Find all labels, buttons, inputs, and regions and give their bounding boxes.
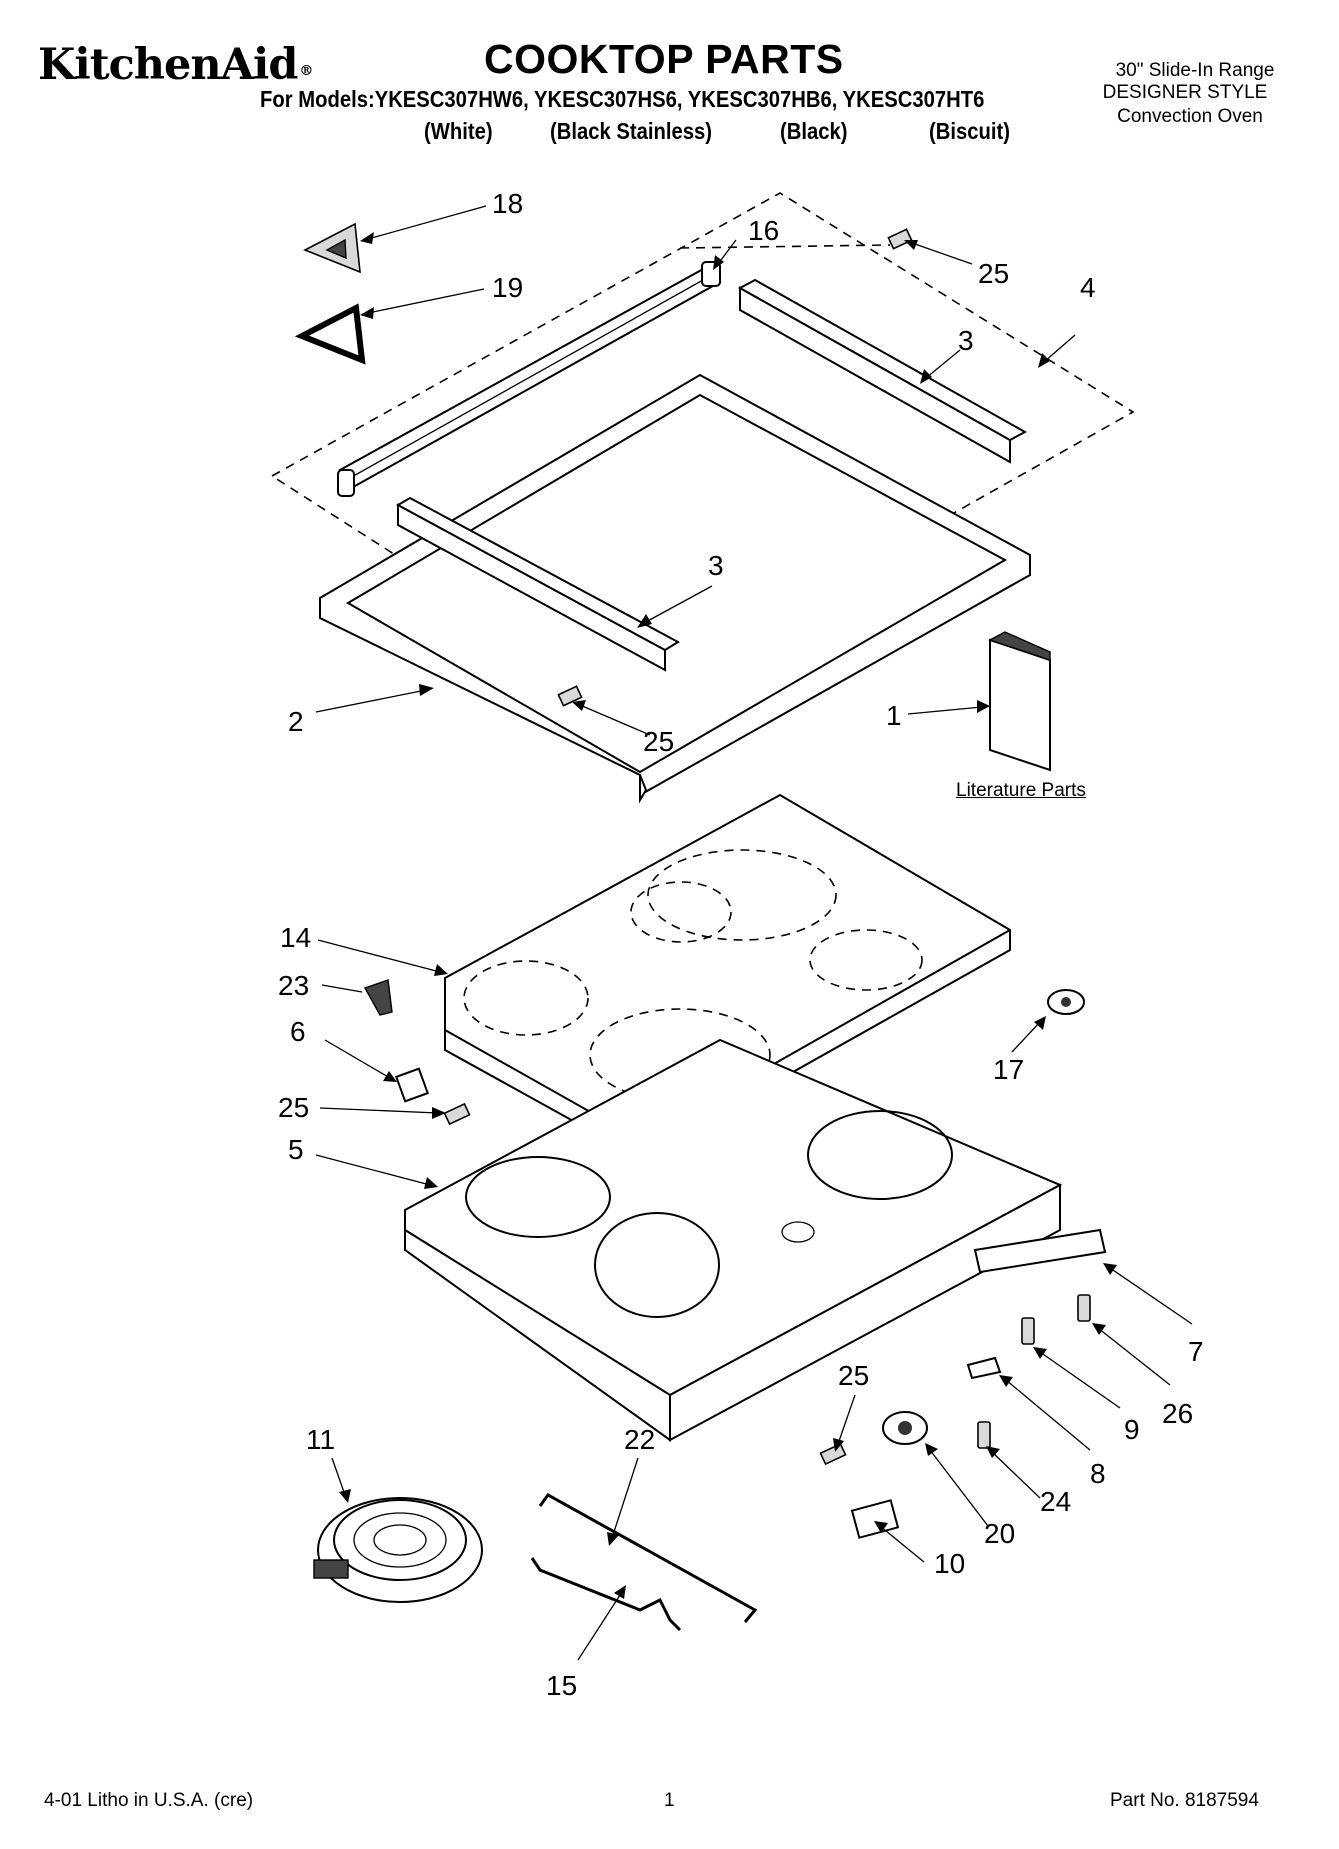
side-trim-part-3-left: [395, 496, 681, 672]
screw-part-26: [1077, 1294, 1091, 1322]
burner-box-part-5: [404, 1038, 1063, 1442]
callout-2: 2: [288, 706, 304, 737]
clip-part-8: [966, 1356, 1002, 1380]
callout-10: 10: [934, 1548, 966, 1579]
trim-cap-part-18: [303, 222, 361, 274]
callout-3-left: 3: [708, 550, 724, 581]
screw-part-24: [977, 1421, 991, 1449]
callout-9: 9: [1124, 1414, 1140, 1445]
gasket-part-19: [294, 303, 366, 365]
callout-19: 19: [492, 272, 524, 303]
callout-1: 1: [886, 700, 902, 731]
color-white: (White): [424, 118, 493, 144]
screw-part-9: [1021, 1317, 1035, 1345]
page-title: COOKTOP PARTS: [484, 36, 844, 82]
side-trim-part-3-right: [737, 278, 1028, 464]
frame-gasket-part-2: [319, 373, 1031, 804]
brand-logo: KitchenAid®: [38, 40, 313, 90]
callout-18: 18: [492, 188, 524, 219]
callout-6: 6: [290, 1016, 306, 1047]
callout-25-lower: 25: [838, 1360, 870, 1391]
literature-parts-label: Literature Parts: [956, 780, 1086, 801]
screw-part-25-top: [887, 228, 913, 250]
callout-26: 26: [1162, 1398, 1194, 1429]
callout-5: 5: [288, 1134, 304, 1165]
callout-20: 20: [984, 1518, 1016, 1549]
glass-cooktop-part-14: [444, 793, 1011, 1160]
color-black: (Black): [780, 118, 848, 144]
bracket-part-7: [973, 1228, 1107, 1274]
screw-part-25-lower: [819, 1442, 847, 1466]
screw-part-25-left: [443, 1102, 471, 1126]
limiter-part-20: [882, 1411, 928, 1445]
callout-15: 15: [546, 1670, 578, 1701]
callout-4: 4: [1080, 272, 1096, 303]
sensor-part-17: [1047, 989, 1085, 1015]
callout-22: 22: [624, 1424, 656, 1455]
rear-trim-part-16: [337, 261, 722, 497]
brand-name: KitchenAid: [38, 40, 298, 90]
models-line: For Models:YKESC307HW6, YKESC307HS6, YKE…: [260, 86, 985, 112]
clip-part-23: [363, 979, 393, 1016]
callout-25-mid: 25: [643, 726, 675, 757]
color-biscuit: (Biscuit): [929, 118, 1010, 144]
bracket-part-6: [394, 1067, 430, 1103]
callout-25-top: 25: [978, 258, 1010, 289]
callout-24: 24: [1040, 1486, 1072, 1517]
element-part-11: [313, 1497, 483, 1603]
switch-part-10: [850, 1499, 900, 1539]
footer-page-number: 1: [664, 1790, 675, 1811]
literature-part-1: [988, 631, 1051, 772]
registered-mark: ®: [299, 63, 313, 79]
callout-17: 17: [993, 1054, 1025, 1085]
leader-arrows: [315, 205, 1193, 1661]
callout-3-right: 3: [958, 325, 974, 356]
range-type: 30" Slide-In Range: [1115, 60, 1275, 81]
color-black-stainless: (Black Stainless): [550, 118, 713, 144]
callout-11: 11: [306, 1424, 336, 1455]
rod-part-22: [538, 1493, 758, 1623]
callout-8: 8: [1090, 1458, 1106, 1489]
footer-litho: 4-01 Litho in U.S.A. (cre): [44, 1790, 254, 1811]
screw-part-25-mid: [557, 685, 583, 707]
range-style: DESIGNER STYLE: [1102, 82, 1268, 103]
callout-14: 14: [280, 922, 312, 953]
callout-16: 16: [748, 215, 780, 246]
footer-part-number: Part No. 8187594: [1110, 1790, 1259, 1811]
callout-25-left: 25: [278, 1092, 310, 1123]
callout-7: 7: [1188, 1336, 1204, 1367]
dashed-frame-outline: [270, 192, 1135, 701]
range-oven: Convection Oven: [1117, 106, 1263, 127]
callout-23: 23: [278, 970, 310, 1001]
rod-part-15: [530, 1557, 682, 1632]
